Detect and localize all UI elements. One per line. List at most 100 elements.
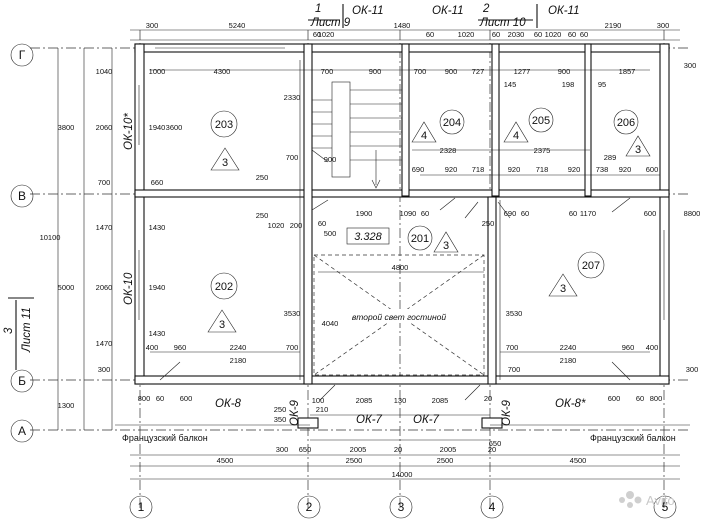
dim-top2-10: 300	[684, 61, 697, 70]
dim-bot2-1: 4500	[217, 456, 234, 465]
dim-low-20: 130	[394, 396, 407, 405]
dim-top2-6: 727	[472, 67, 485, 76]
dim-mid-13: 1900	[356, 209, 373, 218]
dim-low-14: 20	[484, 394, 492, 403]
dim-misc-4: 60	[534, 30, 542, 39]
room-205: 205 4	[503, 107, 554, 143]
dim-mid-21: 4800	[392, 263, 409, 272]
dim-low-10: 400	[646, 343, 659, 352]
room-category: 4	[421, 130, 427, 142]
dim-mid-18: 1170	[580, 209, 596, 218]
dim-top-7: 1020	[545, 30, 562, 39]
dim-mid-14: 1090	[400, 209, 417, 218]
section-label-ok9-b: ОК-9	[501, 399, 513, 426]
section-label-ok7-a: ОК-7	[356, 414, 383, 426]
dim-bot1-5: 20	[488, 445, 496, 454]
section-label-ok9-a: ОК-9	[289, 399, 301, 426]
dim-misc-7: 145	[504, 80, 517, 89]
axis-bubble-3	[389, 495, 413, 519]
dim-v-16: 1470	[96, 339, 113, 348]
room-number: 206	[617, 117, 635, 129]
axis-label-2: 2	[306, 500, 313, 514]
sheet-ref-sheet-3: Лист 11	[21, 307, 33, 353]
dim-top2-1: 4300	[214, 67, 231, 76]
dim-mid-5: 718	[472, 165, 485, 174]
dim-v-2: 1000	[149, 67, 166, 76]
room-number: 201	[411, 233, 429, 245]
dim-mid-26: 900	[324, 155, 337, 164]
dim-v-9: 1470	[96, 223, 113, 232]
dim-bot2-3: 2500	[437, 456, 454, 465]
dim-v-19: 2330	[284, 93, 301, 102]
dim-low-24: 210	[316, 405, 329, 414]
dim-mid-1: 2328	[440, 146, 457, 155]
dim-mid-11: 600	[646, 165, 659, 174]
dim-mid-25: 60	[318, 219, 326, 228]
axis-bubble-v	[10, 184, 34, 208]
dim-low-12: 60	[156, 394, 164, 403]
room-category: 3	[443, 240, 449, 252]
dim-mid-17: 60	[521, 209, 529, 218]
dim-mid-8: 920	[568, 165, 581, 174]
dimension-lines	[57, 29, 680, 480]
sheet-ref-num-1: 1	[315, 3, 321, 15]
dim-v-4: 1940	[149, 123, 166, 132]
dim-top2-7: 1277	[514, 67, 531, 76]
dim-v-20: 700	[286, 153, 299, 162]
dim-v-25: 8800	[684, 209, 701, 218]
dim-bot1-3: 20	[394, 445, 402, 454]
dim-v-6: 3800	[58, 123, 75, 132]
dim-top2-8: 900	[558, 67, 571, 76]
room-category: 3	[219, 319, 225, 331]
dim-mid-3: 690	[412, 165, 425, 174]
second-light-void: второй свет гостиной	[313, 254, 485, 376]
dim-top-4: 1480	[394, 21, 411, 30]
dims-mid: 2328 2375 690 920 718 920 718 920 738 92…	[256, 146, 659, 272]
axis-bubble-a	[10, 419, 34, 443]
dim-mid-10: 920	[619, 165, 632, 174]
dim-bot1-1: 300	[276, 445, 289, 454]
dim-v-21: 3530	[284, 309, 301, 318]
dim-mid-4: 920	[445, 165, 458, 174]
walls	[134, 43, 670, 429]
dim-v-24: 700	[508, 365, 521, 374]
balcony-label-left: Французский балкон	[122, 433, 208, 443]
dim-low-3: 2240	[230, 343, 247, 352]
dim-mid-28: 1020	[268, 221, 285, 230]
room-206: 206 3	[613, 109, 651, 157]
dim-mid-2: 2375	[534, 146, 551, 155]
axis-bubble-b	[10, 369, 34, 393]
axis-bubble-5	[653, 495, 677, 519]
dim-bot1-2: 2005	[350, 445, 367, 454]
section-label-ok11-c: ОК-11	[548, 5, 580, 17]
dim-top-2: 5240	[229, 21, 246, 30]
dim-v-11: 10100	[40, 233, 61, 242]
dim-top-6: 2030	[508, 30, 525, 39]
dims-top-row1: 300 5240 1020 1480 1020 2030 1020 2190 3…	[146, 21, 670, 39]
room-number: 202	[215, 281, 233, 293]
dim-v-8: 660	[151, 178, 164, 187]
dim-low-19: 2085	[356, 396, 373, 405]
section-label-ok7-b: ОК-7	[413, 414, 440, 426]
dims-vertical: 1040 1000 2060 1940 3600 3800 700 660 14…	[40, 67, 701, 410]
section-cuts	[8, 4, 538, 370]
axis-bubble-4	[480, 495, 504, 519]
dim-mid-19: 600	[644, 209, 657, 218]
sheet-ref-sheet-1: Лист 9	[310, 17, 351, 29]
dim-mid-29: 250	[482, 219, 495, 228]
dim-bot2-4: 4500	[570, 456, 587, 465]
axis-bubble-2	[297, 495, 321, 519]
dim-v-5: 3600	[166, 123, 183, 132]
dim-v-1: 1040	[96, 67, 113, 76]
section-label-ok11-a: ОК-11	[352, 5, 384, 17]
dim-top2-9: 1857	[619, 67, 636, 76]
dim-top2-3: 900	[369, 67, 382, 76]
dim-mid-23: 200	[290, 221, 303, 230]
axis-label-a: А	[18, 424, 26, 438]
axis-label-5: 5	[662, 500, 669, 514]
dim-low-4: 700	[286, 343, 299, 352]
dims-bottom: 300 2005 20 2005 20 650 650 4500 2500 25…	[217, 439, 587, 479]
dim-top2-2: 700	[321, 67, 334, 76]
dim-top2-5: 900	[445, 67, 458, 76]
